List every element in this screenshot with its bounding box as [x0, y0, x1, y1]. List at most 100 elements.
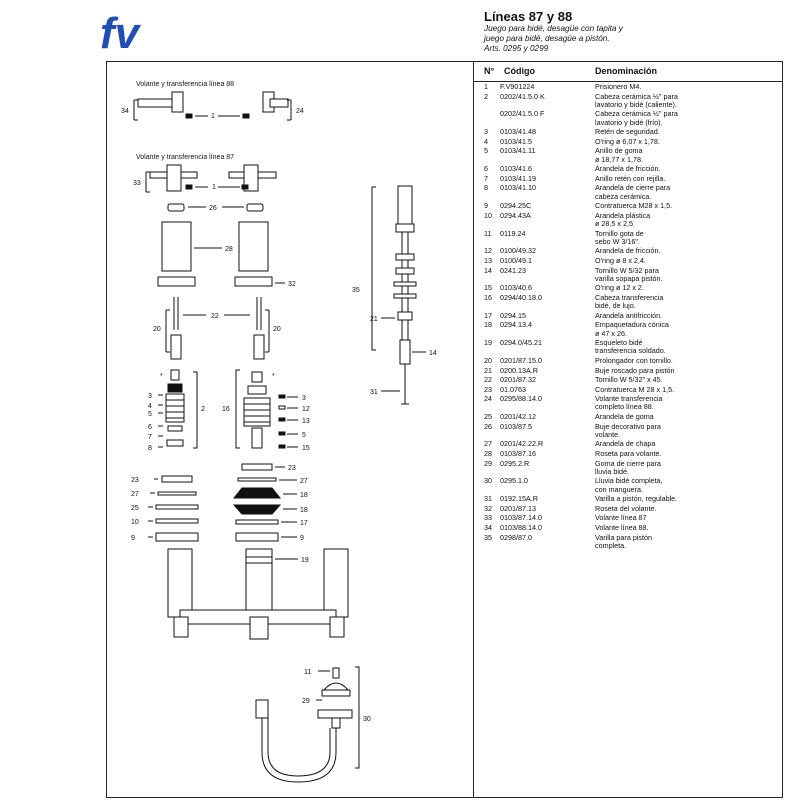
part-code: 0295/88.14.0 — [500, 394, 542, 404]
header-number: N° — [484, 66, 495, 76]
part-number: 30 — [484, 476, 492, 486]
callout-13: 13 — [302, 418, 310, 425]
exploded-diagram: Volante y transferencia línea 88 Volante… — [121, 81, 437, 783]
part-description: Retén de seguridad. — [595, 127, 660, 137]
part-code: 0201/42.22.R — [500, 439, 544, 449]
handle-87-left — [149, 164, 198, 192]
part-description: Varilla a pistón, regulable. — [595, 494, 678, 504]
callout-19: 19 — [301, 557, 309, 564]
rosette-ring — [157, 276, 196, 287]
part-code: F.V901224 — [500, 82, 535, 91]
part-code: 0241.23 — [500, 265, 526, 275]
parts-table-header: N° Código Denominación — [474, 61, 783, 82]
part-description: completa. — [595, 540, 627, 550]
callout-17: 17 — [300, 520, 308, 527]
part-code: 0103/87.5 — [500, 421, 532, 431]
callout-12: 12 — [302, 406, 310, 413]
part-number: 31 — [484, 494, 492, 504]
part-description: ø 28,5 x 2,5. — [595, 218, 635, 228]
part-code: 0201/42.12 — [500, 412, 536, 422]
part-description: lavatorio y bidé (caliente). — [595, 99, 677, 109]
part-number: 11 — [484, 228, 492, 238]
part-description: bidé, de lujo. — [595, 301, 636, 311]
part-description: Arandela de fricción. — [595, 246, 661, 256]
screw-part — [185, 113, 193, 119]
part-description: cabeza cerámica. — [595, 191, 652, 201]
callout-35: 35 — [352, 287, 360, 294]
rosette-ring — [234, 276, 273, 287]
callout-16: 16 — [222, 406, 230, 413]
part-number: 1 — [484, 82, 488, 91]
part-number: 14 — [484, 265, 492, 275]
callout-27: 27 — [131, 491, 139, 498]
part-description: Roseta para volante. — [595, 449, 662, 459]
callout-25: 25 — [131, 505, 139, 512]
part-description: Goma de cierre para — [595, 458, 661, 468]
part-description: Anillo retén con rejilla. — [595, 173, 666, 183]
part-description: Volante transferencia — [595, 394, 663, 404]
logo-text: fv — [100, 9, 142, 52]
callout-3b: 3 — [302, 395, 306, 402]
part-number: 35 — [484, 532, 492, 542]
part-description: Cabeza cerámica ½" para — [595, 91, 678, 101]
part-code: 0294/40.18.0 — [500, 292, 542, 302]
part-code: 0103/41.5 — [500, 136, 532, 146]
part-description: Varilla para pistón — [595, 532, 652, 542]
callout-1b: 1 — [212, 184, 216, 191]
part-number: 28 — [484, 449, 492, 459]
callout-15: 15 — [302, 445, 310, 452]
part-number: 24 — [484, 394, 492, 404]
callout-34: 34 — [121, 108, 129, 115]
screw-part — [242, 113, 250, 119]
callout-32: 32 — [288, 281, 296, 288]
callout-8: 8 — [148, 445, 152, 452]
locknut-part — [155, 532, 199, 542]
part-code: 0192.15A.R — [500, 494, 538, 504]
rubber-washer-part — [155, 504, 199, 510]
callout-29: 29 — [302, 698, 310, 705]
part-code: 0294.43A — [500, 210, 531, 220]
part-number: 16 — [484, 292, 492, 302]
handle-88-right — [262, 91, 289, 113]
part-number: 5 — [484, 146, 488, 156]
part-number: 23 — [484, 384, 492, 394]
part-number: 2 — [484, 91, 488, 101]
bidet-body-skeleton — [167, 548, 349, 640]
part-description: Cabeza cerámica ½" para — [595, 109, 678, 119]
header-code: Código — [504, 66, 535, 76]
callout-4: 4 — [148, 403, 152, 410]
part-number: 9 — [484, 201, 488, 211]
part-description: Buje roscado para pistón — [595, 365, 675, 375]
part-description: ø 18,77 x 1,78. — [595, 154, 643, 164]
part-code: 0200.13A.R — [500, 365, 538, 375]
part-description: Roseta del volante. — [595, 503, 657, 513]
part-code: 0294.15 — [500, 310, 526, 320]
part-code: 0103/41.19 — [500, 173, 536, 183]
part-code: 0103/87.16 — [500, 449, 536, 459]
part-description: completo línea 88. — [595, 402, 654, 412]
callout-20: 20 — [153, 326, 161, 333]
piston-rod-assembly — [393, 185, 417, 405]
part-description: Lluvia bidé completa, — [595, 476, 663, 486]
rosette-part — [161, 221, 192, 272]
part-code: 0201/87.32 — [500, 375, 536, 385]
part-description: Arandela antifricción. — [595, 310, 663, 320]
conical-packing-part — [232, 487, 282, 499]
callout-31: 31 — [370, 389, 378, 396]
part-description: Arandela plástica — [595, 210, 651, 220]
part-description: ø 47 x 26. — [595, 328, 627, 338]
